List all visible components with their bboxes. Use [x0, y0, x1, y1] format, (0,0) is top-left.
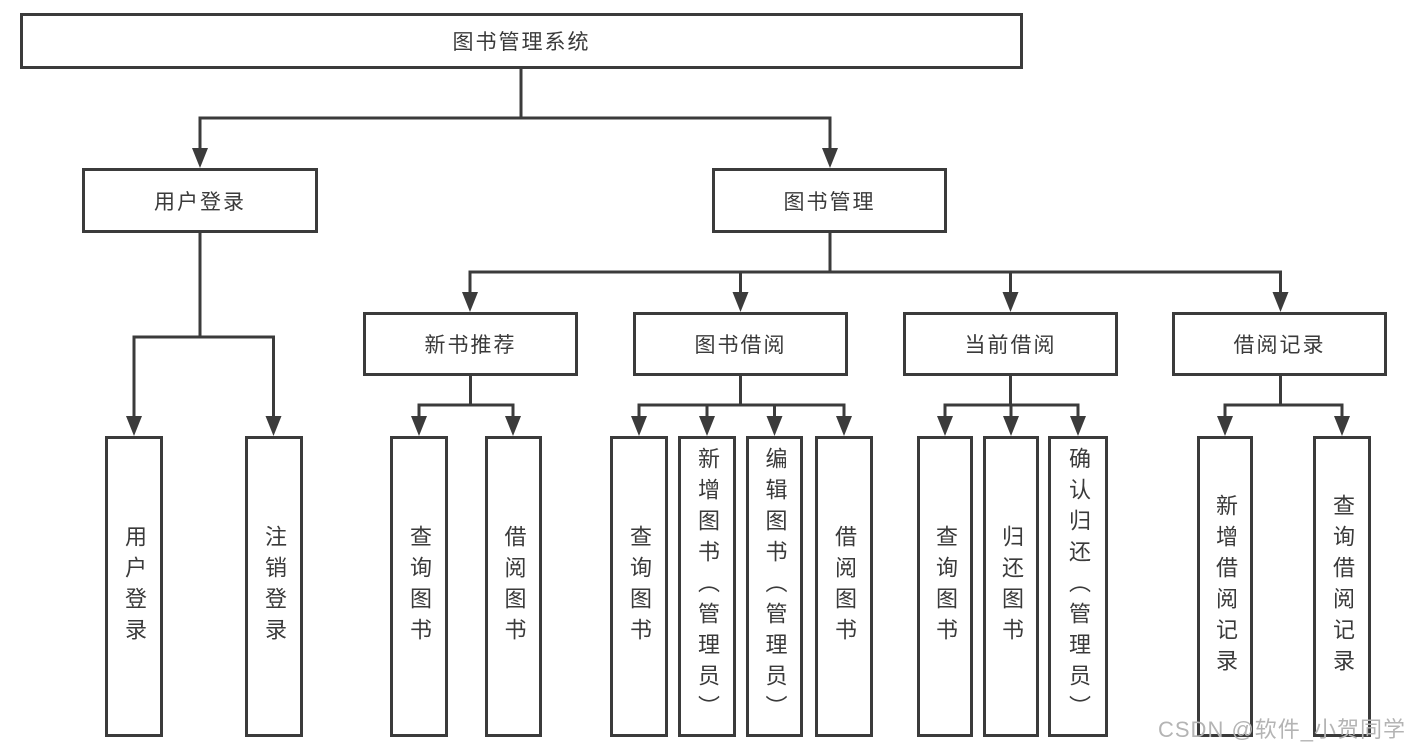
leaf-logout-label: 注销登录	[262, 524, 287, 649]
leaf-bb-add-books-admin-label: 新增图书（管理员）	[695, 447, 720, 726]
arrow-down-icon	[822, 148, 838, 168]
leaf-bb-edit-books-admin-label: 编辑图书（管理员）	[762, 447, 788, 726]
leaf-nb-borrow-books: 借阅图书	[485, 436, 542, 737]
arrow-down-icon	[1217, 416, 1233, 436]
leaf-br-query-record-label: 查询借阅记录	[1330, 493, 1355, 680]
leaf-br-add-record-label: 新增借阅记录	[1213, 493, 1238, 680]
leaf-bb-edit-books-admin: 编辑图书（管理员）	[746, 436, 803, 737]
arrowheads	[126, 148, 1350, 436]
leaf-logout: 注销登录	[245, 436, 303, 737]
leaf-cb-confirm-return-admin: 确认归还（管理员）	[1048, 436, 1108, 737]
arrow-down-icon	[505, 416, 521, 436]
arrow-down-icon	[462, 292, 478, 312]
arrow-down-icon	[699, 416, 715, 436]
arrow-down-icon	[631, 416, 647, 436]
arrow-down-icon	[192, 148, 208, 168]
leaf-bb-query-books: 查询图书	[610, 436, 668, 737]
leaf-br-query-record: 查询借阅记录	[1313, 436, 1371, 737]
arrow-down-icon	[836, 416, 852, 436]
leaf-cb-query-books: 查询图书	[917, 436, 973, 737]
leaf-cb-return-books-label: 归还图书	[999, 524, 1024, 649]
leaf-bb-borrow-books-label: 借阅图书	[832, 524, 857, 649]
leaf-bb-borrow-books: 借阅图书	[815, 436, 873, 737]
arrow-down-icon	[937, 416, 953, 436]
leaf-cb-confirm-return-admin-label: 确认归还（管理员）	[1066, 447, 1091, 726]
leaf-nb-query-books-label: 查询图书	[407, 524, 432, 649]
node-user-login: 用户登录	[82, 168, 318, 233]
leaf-cb-return-books: 归还图书	[983, 436, 1039, 737]
node-new-book-recommend: 新书推荐	[363, 312, 578, 376]
node-current-borrowing: 当前借阅	[903, 312, 1118, 376]
arrow-down-icon	[732, 292, 749, 312]
arrow-down-icon	[126, 416, 142, 436]
node-root: 图书管理系统	[20, 13, 1023, 69]
leaf-nb-borrow-books-label: 借阅图书	[501, 524, 527, 649]
leaf-cb-query-books-label: 查询图书	[933, 524, 958, 649]
leaf-bb-query-books-label: 查询图书	[627, 524, 652, 649]
arrow-down-icon	[1334, 416, 1350, 436]
arrow-down-icon	[766, 416, 783, 436]
arrow-down-icon	[411, 416, 427, 436]
leaf-user-login-label: 用户登录	[122, 524, 147, 649]
arrow-down-icon	[265, 416, 282, 436]
leaf-br-add-record: 新增借阅记录	[1197, 436, 1253, 737]
node-book-borrowing: 图书借阅	[633, 312, 848, 376]
arrow-down-icon	[1002, 292, 1019, 312]
arrow-down-icon	[1070, 416, 1086, 436]
arrow-down-icon	[1003, 416, 1019, 436]
node-borrow-records: 借阅记录	[1172, 312, 1387, 376]
leaf-user-login: 用户登录	[105, 436, 163, 737]
watermark: CSDN @软件_小贺同学	[1158, 717, 1405, 742]
node-book-management: 图书管理	[712, 168, 947, 233]
leaf-nb-query-books: 查询图书	[390, 436, 448, 737]
leaf-bb-add-books-admin: 新增图书（管理员）	[678, 436, 736, 737]
arrow-down-icon	[1272, 292, 1289, 312]
